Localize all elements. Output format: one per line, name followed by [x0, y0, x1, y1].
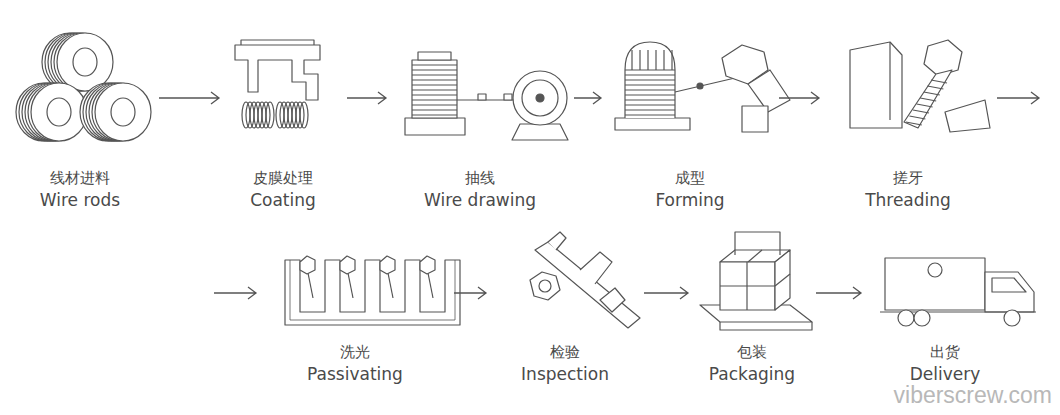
process-step: 抽线Wire drawing [390, 35, 570, 214]
wire-drawing-machine [405, 52, 568, 140]
step-label-zh: 成型 [605, 168, 775, 188]
bolt-head [300, 256, 315, 274]
drum-line [625, 89, 675, 90]
drum-line [625, 84, 675, 85]
dome-rib [639, 50, 640, 70]
thread-line [931, 80, 947, 83]
drum-line [412, 84, 457, 85]
dome-rib [655, 50, 656, 70]
step-label-zh: 抽线 [390, 168, 570, 188]
step-label-en: Inspection [490, 364, 640, 384]
step-label-en: Wire rods [5, 190, 155, 210]
dome-rib [663, 50, 664, 70]
process-step: 皮膜处理Coating [223, 35, 343, 214]
step-label-zh: 检验 [490, 342, 640, 362]
drum-line [412, 64, 457, 65]
drum-line [625, 99, 675, 100]
coil-core [47, 98, 71, 126]
thread-line [927, 86, 943, 89]
flow-arrow [644, 287, 688, 299]
drum-line [412, 74, 457, 75]
drum-line [625, 94, 675, 95]
step-label-zh: 线材进料 [5, 168, 155, 188]
flow-arrow [816, 287, 861, 299]
step-label-zh: 出货 [865, 342, 1025, 362]
step-label-zh: 搓牙 [823, 168, 993, 188]
flow-arrow [574, 92, 601, 104]
step-label-en: Delivery [865, 364, 1025, 384]
dome-rib [671, 50, 672, 70]
flow-arrow [779, 92, 819, 104]
process-step: 搓牙Threading [823, 35, 993, 214]
bolt-head [340, 256, 355, 274]
step-label-en: Packaging [692, 364, 812, 384]
thread-line [924, 92, 940, 95]
coil-ring [95, 83, 151, 141]
spring-turn [266, 102, 274, 128]
thread-line [906, 122, 922, 125]
step-label-en: Forming [605, 190, 775, 210]
flow-arrow [454, 287, 486, 299]
process-step: 成型Forming [605, 35, 775, 214]
drum-line [412, 109, 457, 110]
spring-turn [300, 102, 308, 128]
forming-machine [615, 42, 790, 132]
drum-line [412, 104, 457, 105]
drum-line [625, 74, 675, 75]
process-step: 包装Packaging [692, 232, 812, 388]
bolt-head [420, 256, 435, 274]
drum-line [625, 114, 675, 115]
coil-ring [31, 83, 87, 141]
dome-rib [631, 50, 632, 70]
drum-line [412, 99, 457, 100]
wire-coils [16, 33, 151, 141]
process-step: 检验Inspection [490, 232, 640, 388]
drum-line [412, 79, 457, 80]
coating-bath [235, 40, 320, 100]
watermark: viberscrew.com [894, 382, 1052, 409]
passivating-tank [285, 256, 460, 325]
process-step: 洗光Passivating [260, 232, 450, 388]
thread-line [913, 110, 929, 113]
step-label-zh: 包装 [692, 342, 812, 362]
process-step: 出货Delivery [865, 232, 1025, 388]
step-label-en: Wire drawing [390, 190, 570, 210]
coil-core [111, 98, 135, 126]
process-step: 线材进料Wire rods [5, 35, 155, 214]
flow-arrow [159, 92, 219, 104]
step-label-zh: 洗光 [260, 342, 450, 362]
drum-line [412, 89, 457, 90]
thread-line [920, 98, 936, 101]
step-label-en: Passivating [260, 364, 450, 384]
packaged-pallet [700, 232, 812, 330]
drum-line [412, 69, 457, 70]
flow-arrow [214, 92, 1039, 299]
step-label-en: Coating [223, 190, 343, 210]
dome-rib [647, 50, 648, 70]
drum-line [412, 94, 457, 95]
drum-line [625, 79, 675, 80]
drum-line [625, 104, 675, 105]
drum-line [412, 114, 457, 115]
flow-arrow [347, 92, 386, 104]
step-label-zh: 皮膜处理 [223, 168, 343, 188]
thread-rolling-dies [850, 40, 990, 132]
drum-line [625, 109, 675, 110]
delivery-truck [880, 258, 1036, 326]
coil-core [73, 48, 97, 76]
step-label-en: Threading [823, 190, 993, 210]
thread-line [909, 116, 925, 119]
coil-ring [57, 33, 113, 91]
thread-line [917, 104, 933, 107]
coating-springs [242, 102, 308, 128]
bolt-head [380, 256, 395, 274]
caliper [530, 232, 640, 328]
